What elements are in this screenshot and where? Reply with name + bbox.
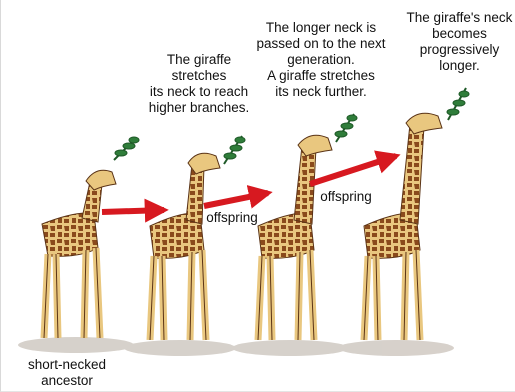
arrow-1 [102,210,164,212]
caption-ancestor: short-necked ancestor [12,357,122,389]
ground-shadows [18,337,454,356]
giraffe-stage-3 [258,135,332,340]
arrow-2 [204,193,268,206]
caption-stage-3: The longer neck is passed on to the next… [244,20,398,100]
caption-stage-4: The giraffe's neck becomes progressively… [404,10,515,74]
caption-offspring-2: offspring [314,189,378,205]
giraffe-stage-4 [364,113,442,340]
giraffe-ancestor [42,170,116,338]
caption-offspring-1: offspring [200,210,264,226]
giraffe-stage-2 [150,153,220,340]
arrow-3 [310,156,396,184]
